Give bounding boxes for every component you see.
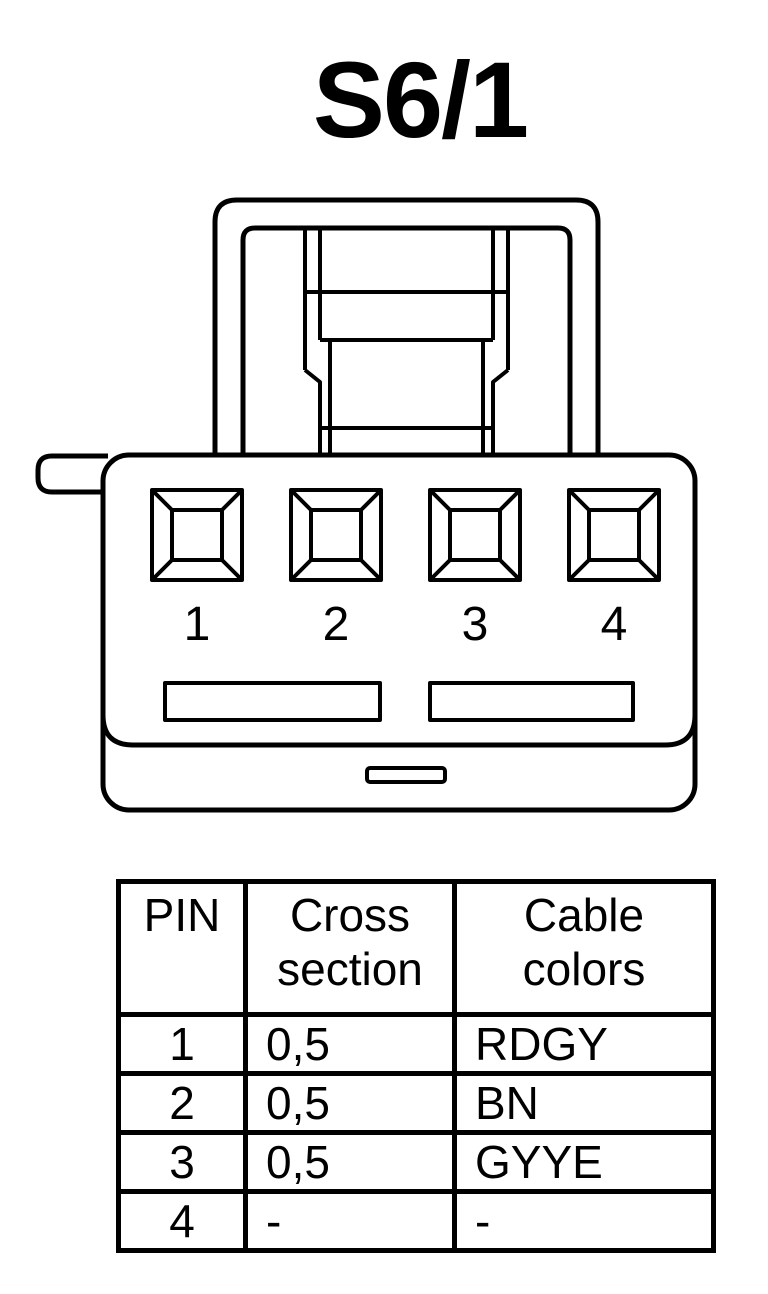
header-cable-colors: Cable colors	[452, 879, 716, 1017]
cross-section-cell: 0,5	[243, 1012, 457, 1076]
pin-cavity-3	[428, 488, 522, 582]
latch-frame	[212, 197, 601, 455]
latch-tongue	[303, 228, 510, 455]
cross-section-cell: 0,5	[243, 1130, 457, 1194]
cross-section-cell: 0,5	[243, 1071, 457, 1135]
cable-color-cell: GYYE	[452, 1130, 716, 1194]
cable-color-cell: BN	[452, 1071, 716, 1135]
table-header-row: PIN Cross section Cable colors	[116, 879, 716, 1017]
table-row: 3 0,5 GYYE	[116, 1130, 716, 1194]
connector-diagram: 1 2 3 4	[35, 197, 698, 813]
pin-cavity-4	[567, 488, 661, 582]
pin-label-2: 2	[323, 598, 350, 651]
pin-cell: 3	[116, 1130, 248, 1194]
keying-slot-left	[163, 681, 382, 722]
cross-section-cell: -	[243, 1189, 457, 1253]
side-tab	[35, 453, 108, 495]
pin-cavities	[150, 488, 661, 582]
table-row: 1 0,5 RDGY	[116, 1012, 716, 1076]
pin-cavity-2	[289, 488, 383, 582]
table-row: 2 0,5 BN	[116, 1071, 716, 1135]
keying-slot-right	[428, 681, 635, 722]
connector-title: S6/1	[312, 39, 529, 160]
header-pin: PIN	[116, 879, 248, 1017]
pin-label-1: 1	[184, 598, 211, 651]
header-cross-section: Cross section	[243, 879, 457, 1017]
pin-cell: 2	[116, 1071, 248, 1135]
pin-cavity-1	[150, 488, 244, 582]
pin-cell: 1	[116, 1012, 248, 1076]
pin-cell: 4	[116, 1189, 248, 1253]
pin-assignment-table: PIN Cross section Cable colors 1 0,5 RDG…	[116, 879, 716, 1253]
table-row: 4 - -	[116, 1189, 716, 1253]
pin-label-4: 4	[601, 598, 628, 651]
cable-color-cell: -	[452, 1189, 716, 1253]
cable-color-cell: RDGY	[452, 1012, 716, 1076]
pin-label-3: 3	[462, 598, 489, 651]
release-notch	[365, 766, 447, 784]
